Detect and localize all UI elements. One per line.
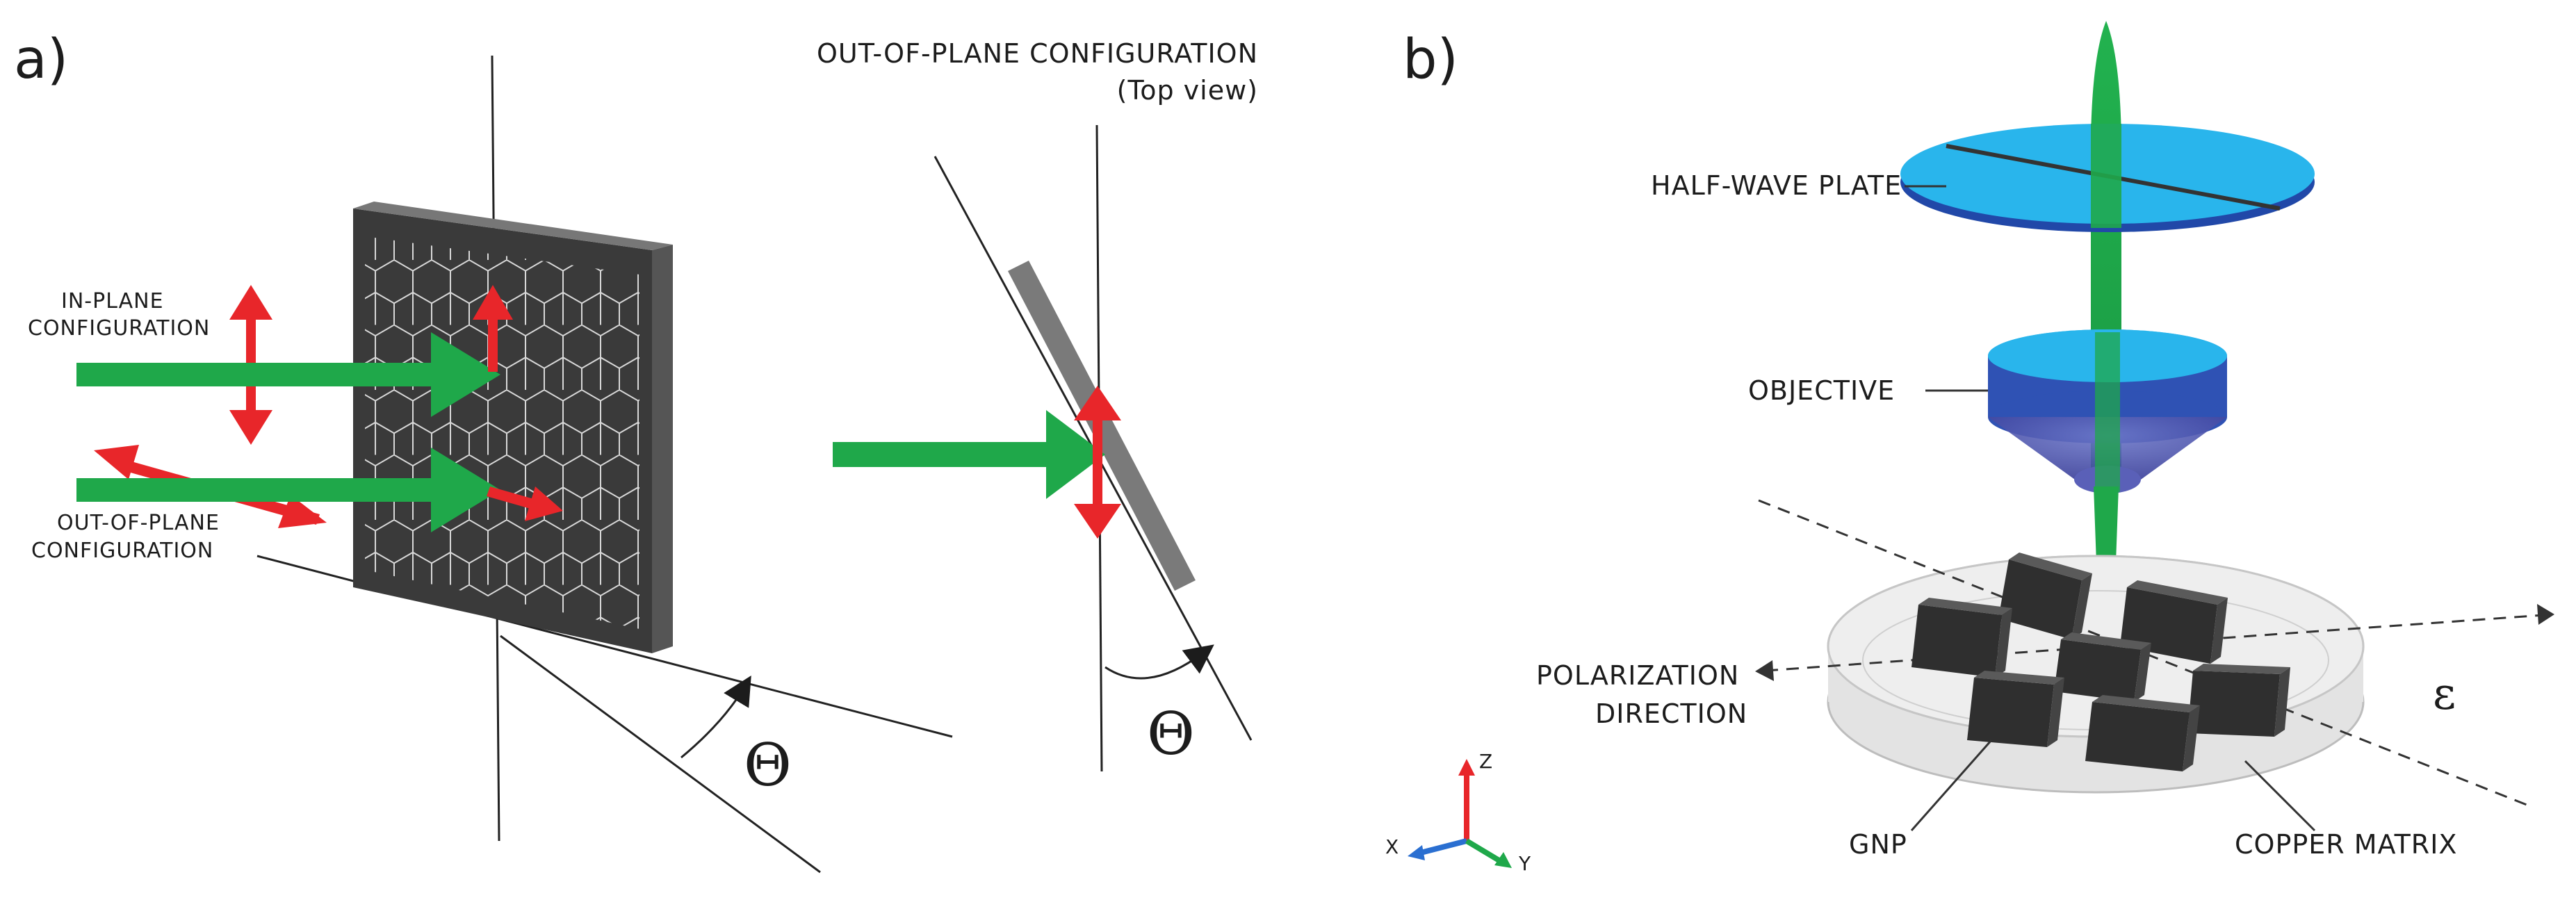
- x-axis-arrow: [1417, 838, 1467, 856]
- top-view-theta-symbol: Θ: [1147, 700, 1195, 768]
- dashed-axis-diagonal: [1758, 499, 2531, 808]
- top-view-laser-beam: [833, 410, 1105, 499]
- y-axis-arrow: [1465, 838, 1503, 865]
- gnp-flake: [1998, 553, 2092, 639]
- in-plane-label-line1: IN-PLANE: [61, 289, 164, 313]
- in-plane-label-line2: CONFIGURATION: [28, 316, 210, 341]
- copper-matrix-leader: [2244, 760, 2316, 832]
- polarization-direction-label-line2: DIRECTION: [1595, 698, 1747, 729]
- polarization-direction-label-line1: POLARIZATION: [1536, 660, 1739, 691]
- gnp-flake: [2085, 695, 2200, 771]
- gnp-flake: [2187, 664, 2290, 737]
- sample-top-edge: [353, 202, 673, 250]
- top-view-subtitle: (Top view): [1117, 75, 1258, 106]
- panel-a-label: a): [14, 28, 68, 91]
- gnp-flake: [2054, 632, 2151, 702]
- top-view-title: OUT-OF-PLANE CONFIGURATION: [817, 38, 1258, 69]
- angle-arc: [680, 675, 751, 759]
- epsilon-symbol: ε: [2433, 669, 2456, 720]
- hexagonal-lattice: [365, 236, 639, 629]
- gnp-flakes: [1911, 553, 2290, 771]
- gnp-label: GNP: [1849, 829, 1907, 860]
- in-plane-laser-beam: [76, 332, 500, 417]
- in-plane-field-arrow: [473, 285, 513, 372]
- objective-lens: [1988, 329, 2227, 493]
- panel-b-label: b): [1403, 28, 1458, 91]
- out-of-plane-label-line2: CONFIGURATION: [31, 539, 213, 563]
- gnp-flake: [1911, 598, 2012, 678]
- z-axis-label: Z: [1479, 750, 1492, 773]
- half-wave-plate-label: HALF-WAVE PLATE: [1651, 170, 1902, 201]
- gnp-flake: [1967, 671, 2064, 747]
- x-axis-label: X: [1385, 835, 1399, 858]
- rotated-ground-line: [500, 635, 821, 874]
- out-of-plane-laser-beam: [76, 448, 500, 532]
- top-view-polarization-arrow: [1074, 386, 1121, 539]
- polarization-arrow-left: [1755, 660, 1774, 681]
- half-wave-plate: [1900, 124, 2315, 232]
- top-view-angle-arc: [1104, 644, 1214, 680]
- polarization-arrow-right: [2537, 604, 2554, 625]
- objective-label: OBJECTIVE: [1748, 375, 1895, 406]
- gnp-leader: [1910, 739, 1993, 831]
- theta-symbol: Θ: [744, 731, 792, 799]
- polarization-direction-axis: [1765, 614, 2545, 672]
- out-of-plane-field-arrow: [487, 486, 563, 521]
- y-axis-label: Y: [1518, 852, 1531, 875]
- copper-matrix-label: COPPER MATRIX: [2235, 829, 2457, 860]
- out-of-plane-label-line1: OUT-OF-PLANE: [57, 511, 220, 535]
- sample-side-edge: [652, 245, 673, 653]
- coordinate-axes-icon: [1408, 759, 1512, 868]
